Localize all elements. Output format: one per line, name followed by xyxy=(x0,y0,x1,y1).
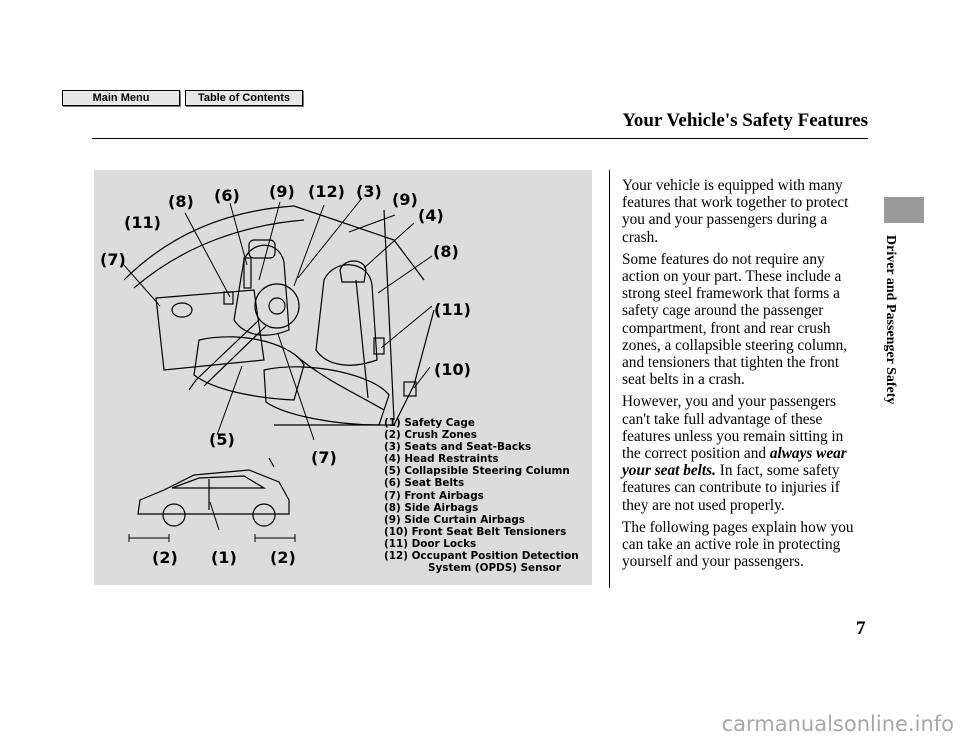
legend-item: (4) Head Restraints xyxy=(384,453,499,466)
figure-callout: (6) xyxy=(214,186,240,205)
figure-callout: (12) xyxy=(308,182,345,201)
legend-item: (10) Front Seat Belt Tensioners xyxy=(384,525,567,538)
chapter-tab xyxy=(884,197,924,223)
legend-item: (12) Occupant Position Detection xyxy=(384,550,579,563)
figure-callout: (8) xyxy=(433,242,459,261)
figure-callout: (10) xyxy=(434,360,471,379)
legend-item: (6) Seat Belts xyxy=(384,477,465,490)
body-text: Your vehicle is equipped with many featu… xyxy=(622,177,862,575)
paragraph: Your vehicle is equipped with many featu… xyxy=(622,177,849,246)
header-divider xyxy=(92,138,868,139)
figure-callout: (11) xyxy=(124,213,161,232)
figure-callout: (3) xyxy=(356,182,382,201)
legend-item: (3) Seats and Seat-Backs xyxy=(384,441,532,454)
emphasis-text: always wear your seat belts. xyxy=(622,445,847,480)
figure-callout: (4) xyxy=(418,206,444,225)
figure-callout: (8) xyxy=(168,192,194,211)
figure-callout: (9) xyxy=(392,190,418,209)
legend-item: (8) Side Airbags xyxy=(384,501,479,514)
figure-legend: (1) Safety Cage (2) Crush Zones (3) Seat… xyxy=(384,417,579,574)
column-divider xyxy=(609,170,610,588)
legend-item-continuation: System (OPDS) Sensor xyxy=(428,562,561,575)
figure-callout: (2) xyxy=(270,548,296,567)
paragraph: The following pages explain how you can … xyxy=(622,518,854,571)
page-title: Your Vehicle's Safety Features xyxy=(622,110,868,131)
figure-callout: (7) xyxy=(311,448,337,467)
legend-item: (2) Crush Zones xyxy=(384,429,477,442)
table-of-contents-button[interactable]: Table of Contents xyxy=(185,90,303,106)
legend-item: (9) Side Curtain Airbags xyxy=(384,513,525,526)
legend-item: (5) Collapsible Steering Column xyxy=(384,465,570,478)
figure-callout: (7) xyxy=(100,250,126,269)
figure-callout: (2) xyxy=(152,548,178,567)
legend-item: (11) Door Locks xyxy=(384,537,477,550)
main-menu-button[interactable]: Main Menu xyxy=(62,90,180,106)
car-interior-drawing xyxy=(122,197,435,542)
figure-callout: (1) xyxy=(211,548,237,567)
figure-callout: (9) xyxy=(269,182,295,201)
safety-features-illustration: (8) (6) (9) (12) (3) (9) (4) (11) (8) (7… xyxy=(94,170,592,585)
figure-callout: (11) xyxy=(434,300,471,319)
legend-item: (1) Safety Cage xyxy=(384,417,475,429)
paragraph-text: In fact, some safety features can contri… xyxy=(622,462,840,514)
paragraph: Some features do not require any action … xyxy=(622,250,848,389)
paragraph: However, you and your passengers can't t… xyxy=(622,393,862,513)
page-number: 7 xyxy=(856,618,866,639)
watermark: carmanualsonline.info xyxy=(721,712,954,736)
legend-item: (7) Front Airbags xyxy=(384,489,484,502)
chapter-title: Driver and Passenger Safety xyxy=(883,235,898,405)
paragraph-text: However, you and your passengers can't t… xyxy=(622,393,844,463)
figure-callout: (5) xyxy=(209,430,235,449)
